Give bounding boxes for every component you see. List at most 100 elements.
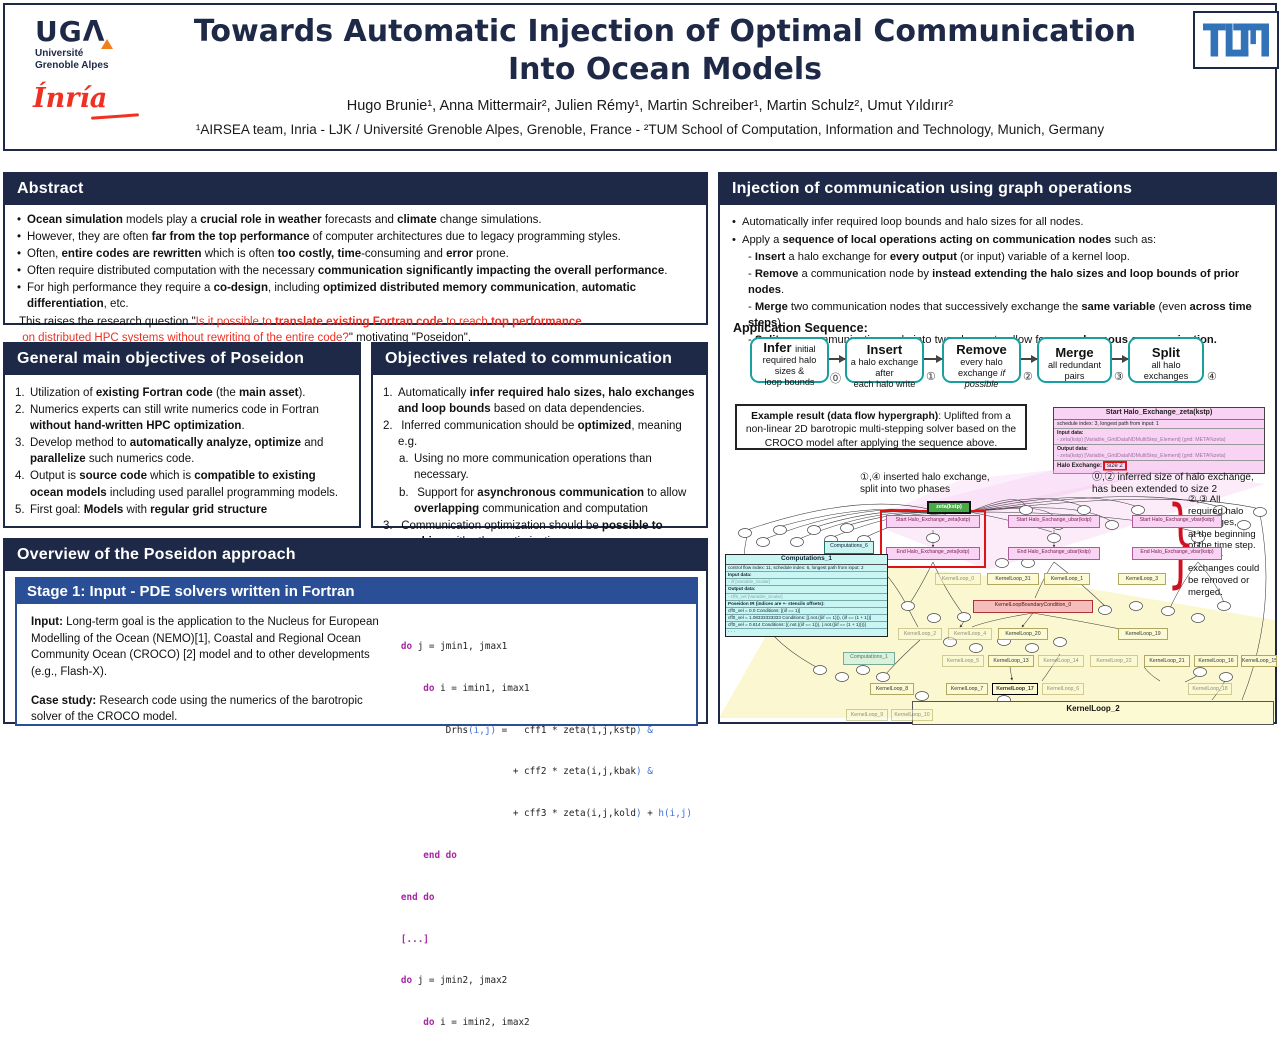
computations1-table: Computations_1 control flow index: 11, s… [725,554,888,637]
code-line: [...] [400,933,429,945]
graph-node-kernelloop: KernelLoop_22 [1090,655,1138,667]
graph-node-kernelloop: KernelLoop_8 [870,683,914,695]
graph-ellipse-node [901,601,915,611]
graph-node-kernelloop: KernelLoop_7 [946,683,988,695]
detail-halo-row: Halo Exchange:size 2 [1054,461,1264,473]
abstract-bullet: For high performance they require a co-d… [15,280,696,312]
section-comm-objectives: Objectives related to communication 1.Au… [371,342,708,548]
graph-ellipse-node [1098,605,1112,615]
graph-edge [1197,561,1225,604]
list-item: 3.Develop method to automatically analyz… [15,437,324,466]
injection-sub-bullet: - Remove a communication node by instead… [748,267,1240,297]
poster-header: UGΛ Université Grenoble Alpes Ínría Towa… [3,3,1279,151]
code-line: end do [400,891,435,903]
list-item: a.Using no more communication operations… [399,453,652,482]
section-overview: Overview of the Poseidon approach Stage … [3,538,708,1028]
graph-node-kernelloop: KernelLoop_6 [1042,683,1084,695]
seq-badge: ⓪ [830,373,841,385]
abstract-bullet: Often require distributed computation wi… [15,263,696,279]
graph-node-kernelloop: KernelLoop_5 [942,655,984,667]
general-objectives-header: General main objectives of Poseidon [5,344,359,375]
graph-node-boundary-condition: KernelLoopBoundaryCondition_0 [973,600,1093,613]
graph-node-computations6: Computations_6 [824,541,874,554]
graph-ellipse-node [840,523,854,533]
list-item: 2.Numerics experts can still write numer… [15,404,319,433]
graph-ellipse-node [856,665,870,675]
list-item: 1.Automatically infer required halo size… [383,387,695,416]
graph-node-start-halo-ubar: Start Halo_Exchange_ubar(kstp) [1008,515,1100,528]
application-sequence-label: Application Sequence: [733,321,868,335]
seq-badge: ① [926,371,936,383]
seq-arrow [829,354,846,363]
graph-node-kernelloop: KernelLoop_9 [846,709,888,721]
title-line2: Into Ocean Models [507,51,823,87]
comm-objectives-header: Objectives related to communication [373,344,706,375]
graph-ellipse-node [1219,672,1233,682]
general-objectives-body: 1.Utilization of existing Fortran code (… [5,375,359,523]
list-item: b. Support for asynchronous communicatio… [399,486,687,515]
graph-edge [1241,513,1267,701]
abstract-bullet: Often, entire codes are rewritten which … [15,246,696,262]
uga-acronym: UGΛ [35,15,106,48]
stage1-panel: Stage 1: Input - PDE solvers written in … [15,577,698,1028]
graph-node-kernelloop: KernelLoop_13 [988,655,1034,667]
graph-edge [969,498,1085,513]
graph-node-kernelloop: KernelLoop_16 [1194,655,1238,667]
section-injection: Injection of communication using graph o… [718,172,1277,725]
graph-node-kernelloop: KernelLoop_17 [992,683,1038,695]
halo-exchange-detail-box: Start Halo_Exchange_zeta(kstp) schedule … [1053,407,1265,474]
inria-swash [90,113,140,120]
graph-node-end-halo-vbar: End Halo_Exchange_vbar(kstp) [1132,547,1222,560]
graph-node-kernelloop2-big: KernelLoop_2 [912,701,1274,725]
graph-ellipse-node [1191,533,1205,543]
graph-ellipse-node [756,537,770,547]
inria-wordmark: Ínría [33,83,108,114]
graph-ellipse-node [1053,637,1067,647]
graph-edge [746,503,947,531]
graph-node-start-halo-vbar: Start Halo_Exchange_vbar(kstp) [1132,515,1222,528]
abstract-body: Ocean simulation models play a crucial r… [5,205,706,350]
graph-edge [969,497,1139,513]
seq-box-merge: Merge all redundant pairs [1037,337,1112,383]
detail-title: Start Halo_Exchange_zeta(kstp) [1054,408,1264,420]
uga-name-line1: Université [35,48,84,59]
list-item: 2. Inferred communication should be opti… [383,420,682,449]
poster-title: Towards Automatic Injection of Optimal C… [175,13,1155,88]
graph-ellipse-node [790,537,804,547]
graph-node-kernelloop: KernelLoop_2 [898,628,942,640]
graph-ellipse-node [1217,601,1231,611]
code-line: do i = imin2, imax2 [423,1017,530,1029]
injection-sub-bullet: - Merge two communication nodes that suc… [748,300,1252,330]
research-question-line1: This raises the research question "Is it… [19,315,582,328]
graph-edge [1032,612,1121,630]
graph-ellipse-node [1191,613,1205,623]
seq-badge: ③ [1114,371,1124,383]
code-line: do j = jmin1, jmax1 [400,640,508,652]
graph-node-zeta: zeta(kstp) [927,501,971,514]
code-line: end do [423,849,457,861]
graph-ellipse-node [807,525,821,535]
seq-arrow [1112,354,1129,363]
graph-ellipse-node [915,691,929,701]
section-general-objectives: General main objectives of Poseidon 1.Ut… [3,342,361,528]
graph-ellipse-node [1193,667,1207,677]
graph-ellipse-node [1129,601,1143,611]
seq-arrow [924,354,943,363]
graph-ellipse-node [1253,507,1267,517]
list-item: 1.Utilization of existing Fortran code (… [15,387,306,399]
abstract-header: Abstract [5,174,706,205]
code-line: + cff2 * zeta(i,j,kbak) & [400,766,653,778]
graph-node-kernelloop: KernelLoop_19 [1118,628,1168,640]
pink-spotlight [882,470,1053,514]
overview-header: Overview of the Poseidon approach [5,540,706,571]
graph-edge [885,639,921,675]
uga-name-line2: Grenoble Alpes [35,59,109,71]
stage1-header: Stage 1: Input - PDE solvers written in … [17,579,696,604]
graph-node-end-halo-zeta: End Halo_Exchange_zeta(kstp) [886,547,980,560]
graph-edge [1169,561,1199,609]
graph-edge [1021,612,1034,628]
code-line: do i = imin1, imax1 [423,682,530,694]
halo-size-highlight: size 2 [1103,461,1127,472]
graph-node-end-halo-ubar: End Halo_Exchange_ubar(kstp) [1008,547,1100,560]
